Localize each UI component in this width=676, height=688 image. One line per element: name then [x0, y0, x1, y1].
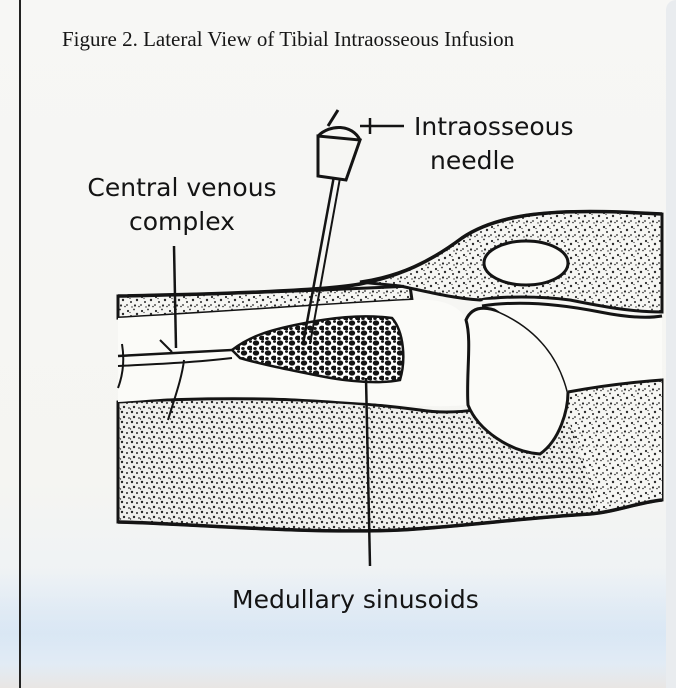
needle-handle	[328, 110, 338, 126]
central-venous-label: Central venous complex	[74, 171, 290, 239]
central-label-line1: Central venous	[74, 171, 290, 205]
needle-label: Intraosseous needle	[414, 110, 574, 178]
medullary-label: Medullary sinusoids	[232, 583, 479, 617]
needle-label-line2: needle	[414, 144, 574, 178]
central-label-line2: complex	[74, 205, 290, 239]
epiphysis-oval	[484, 241, 568, 285]
needle-hub	[318, 136, 360, 180]
needle-label-line1: Intraosseous	[414, 110, 574, 144]
